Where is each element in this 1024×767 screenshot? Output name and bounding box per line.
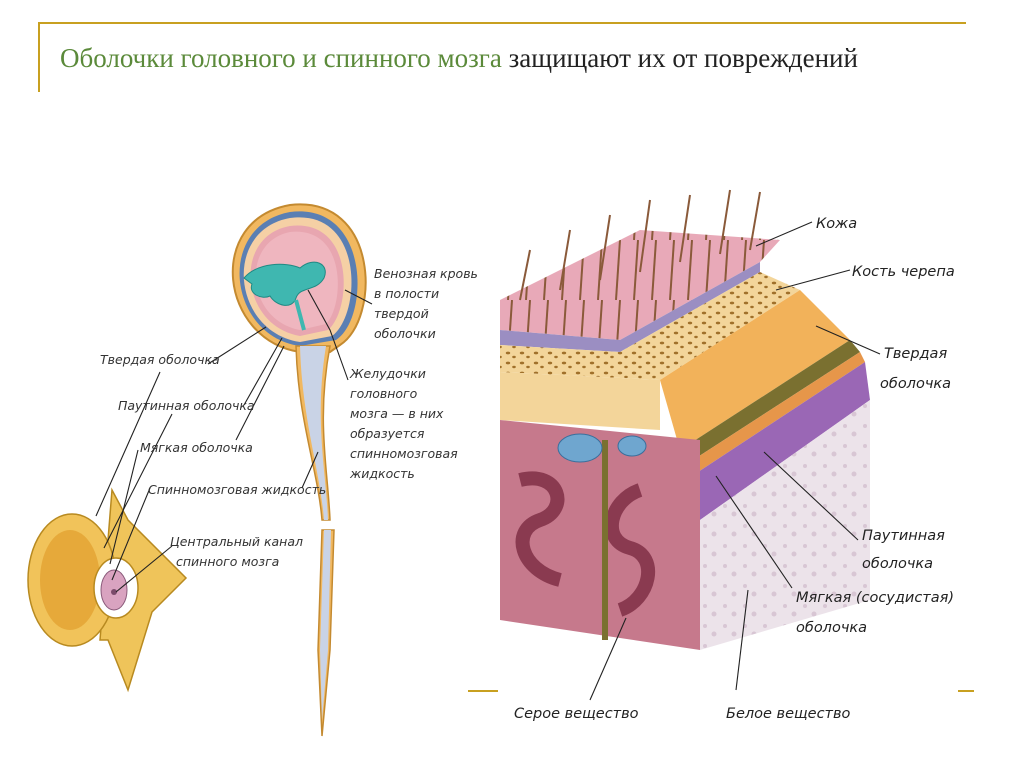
label-gray-matter: Серое вещество [514, 706, 639, 722]
label-dura-right-1: Твердая [884, 346, 947, 362]
label-dura-left: Твердая оболочка [100, 352, 220, 367]
ventricles [243, 261, 326, 306]
label-venous-3: твердой [374, 306, 429, 321]
slide-title: Оболочки головного и спинного мозга защи… [60, 40, 940, 76]
label-ventricles-3: мозга — в них [350, 406, 444, 421]
label-dura-right-2: оболочка [880, 376, 951, 392]
label-arachnoid-left: Паутинная оболочка [118, 398, 255, 413]
label-venous-2: в полости [374, 286, 439, 301]
dura-layer [660, 290, 850, 450]
meninges-layers-block: Кожа Кость черепа Твердая оболочка Паути… [500, 189, 955, 722]
label-skin: Кожа [816, 216, 857, 232]
white-matter [700, 400, 870, 650]
spinal-cord [295, 345, 335, 737]
label-pia-right-2: оболочка [796, 620, 867, 636]
slide-title-highlight: Оболочки головного и спинного мозга [60, 43, 502, 73]
left-rule [38, 22, 40, 92]
label-ventricles-6: жидкость [349, 466, 415, 481]
label-skull: Кость черепа [852, 264, 955, 280]
skin-layer [500, 230, 780, 340]
label-white-matter: Белое вещество [726, 706, 851, 722]
skull-layer [500, 272, 800, 380]
label-venous-4: оболочки [374, 326, 436, 341]
pia-layer [695, 362, 870, 520]
head-section [231, 203, 367, 353]
label-arachnoid-right-2: оболочка [862, 556, 933, 572]
slide-title-rest: защищают их от повреждений [501, 43, 858, 73]
label-ventricles-1: Желудочки [349, 366, 426, 381]
label-ventricles-4: образуется [350, 426, 425, 441]
label-pia-right-1: Мягкая (сосудистая) [796, 590, 954, 606]
vertebra-cross-section [27, 487, 188, 693]
label-arachnoid-right-1: Паутинная [862, 528, 945, 544]
top-rule [38, 22, 966, 24]
label-ventricles-2: головного [350, 386, 418, 401]
bottom-rule-right [958, 690, 974, 692]
bottom-rule-left [468, 690, 498, 692]
label-venous-1: Венозная кровь [374, 266, 478, 281]
brain-spinal-cord-diagram: Венозная кровь в полости твердой оболочк… [27, 203, 478, 737]
label-canal-2: спинного мозга [176, 554, 279, 569]
label-ventricles-5: спинномозговая [350, 446, 458, 461]
label-canal-1: Центральный канал [170, 534, 303, 549]
label-pia-left: Мягкая оболочка [140, 440, 253, 455]
label-csf: Спинномозговая жидкость [148, 482, 326, 497]
